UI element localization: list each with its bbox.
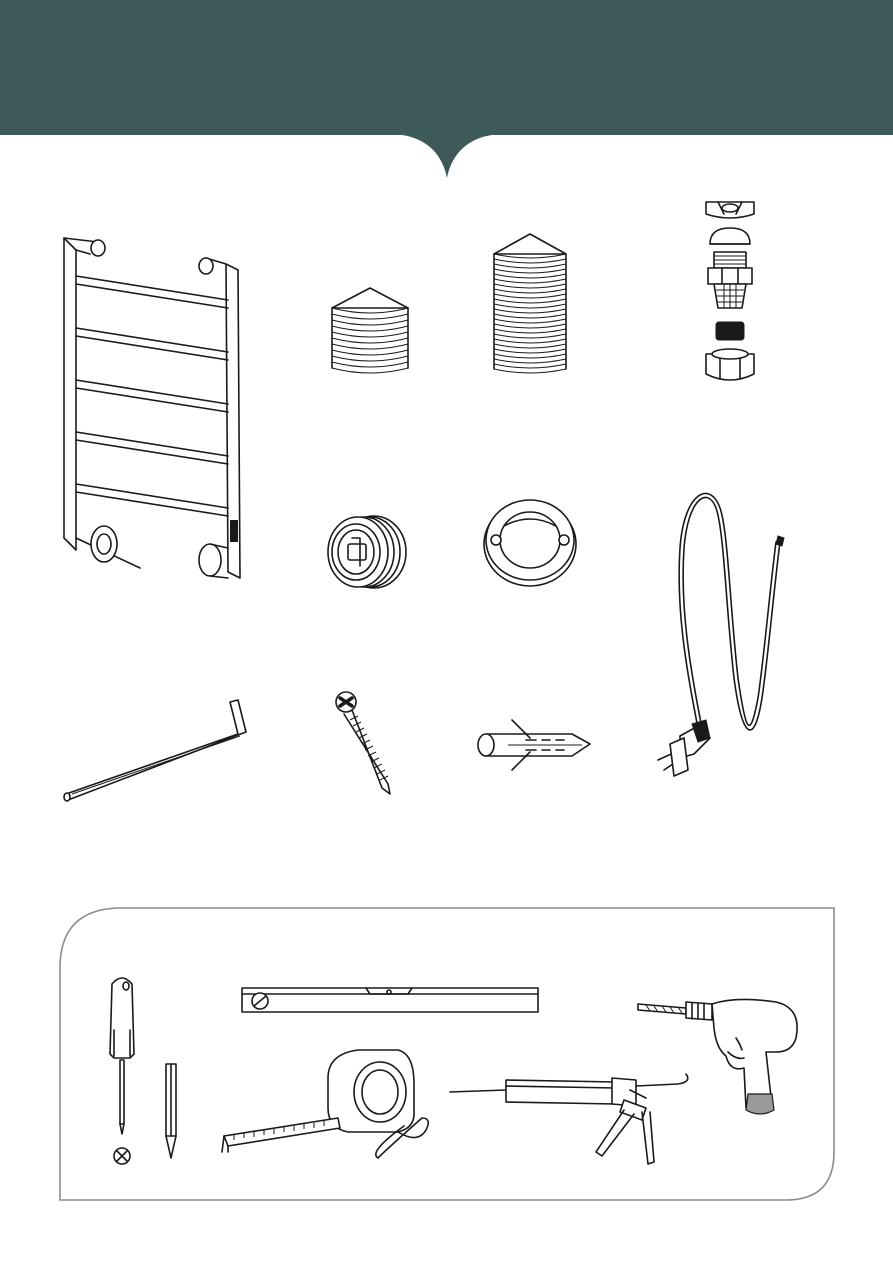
allen-key-icon: [60, 696, 250, 800]
power-cable-part: [650, 488, 795, 788]
header-band: [0, 0, 893, 182]
cable-gland-part: [700, 196, 760, 392]
threaded-cap-short-icon: [328, 284, 412, 382]
wall-plug-part: [472, 716, 594, 774]
header-background: [0, 0, 893, 178]
screw-part: [330, 688, 400, 798]
cover-ring-icon: [482, 496, 578, 588]
pencil-icon: [162, 1062, 182, 1162]
cover-ring-part: [482, 496, 578, 588]
tape-measure-tool: [218, 1048, 436, 1160]
spirit-level-icon: [240, 984, 542, 1018]
tools-panel: [0, 900, 893, 1210]
wall-bracket-part: [322, 512, 410, 592]
towel-rail-part: [50, 228, 250, 588]
power-drill-icon: [636, 998, 804, 1120]
long-screw-cap-part: [490, 230, 570, 382]
screw-icon: [330, 688, 400, 798]
wall-plug-icon: [472, 716, 594, 774]
drill-tool: [636, 998, 804, 1120]
towel-rail-icon: [50, 228, 250, 588]
screwdriver-tool: [104, 974, 144, 1174]
phillips-screwdriver-icon: [104, 974, 144, 1174]
threaded-cap-long-icon: [490, 230, 570, 382]
tape-measure-icon: [218, 1048, 436, 1160]
pencil-tool: [162, 1062, 182, 1162]
wall-bracket-icon: [322, 512, 410, 592]
short-screw-cap-part: [328, 284, 412, 382]
spirit-level-tool: [240, 984, 542, 1018]
power-cable-plug-icon: [650, 488, 795, 788]
cable-gland-icon: [700, 196, 760, 392]
allen-key-part: [60, 696, 250, 800]
